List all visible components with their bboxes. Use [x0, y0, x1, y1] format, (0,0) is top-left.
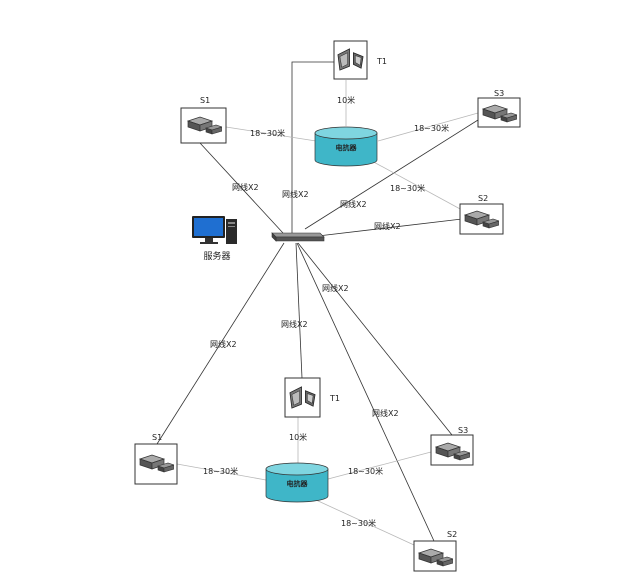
upper-s1-link-label: 网线X2 [232, 182, 259, 192]
server[interactable]: 服务器 [192, 216, 237, 262]
link-switch-s3-lower [297, 242, 453, 436]
lower-s2-node[interactable]: S2 [413, 530, 457, 572]
upper-t1-distance: 10米 [337, 95, 355, 105]
link-switch-s1-upper [199, 142, 284, 234]
upper-s3-label: S3 [494, 89, 504, 98]
upper-cylinder-label: 电抗器 [336, 143, 358, 152]
upper-t1-link-label: 网线X2 [282, 189, 309, 199]
upper-s1-node[interactable]: S1 [180, 96, 227, 144]
dist-line-lower-s1 [176, 463, 267, 481]
lower-reactor-cylinder[interactable]: 电抗器 [265, 462, 329, 503]
server-tower-icon [226, 219, 237, 244]
upper-s2-label: S2 [478, 194, 488, 203]
lower-t1-distance: 10米 [289, 432, 307, 442]
link-switch-t1-lower [295, 242, 303, 379]
lower-s1-node[interactable]: S1 [134, 433, 178, 485]
lower-s2-link-label: 网线X2 [372, 408, 399, 418]
lower-s3-link-label: 网线X2 [322, 283, 349, 293]
lower-t1-link-label: 网线X2 [281, 319, 308, 329]
upper-s3-node[interactable]: S3 [477, 89, 521, 128]
upper-t1-label: T1 [376, 57, 387, 66]
lower-s2-label: S2 [447, 530, 457, 539]
lower-s3-label: S3 [458, 426, 468, 435]
dist-line-lower-s3 [327, 451, 432, 480]
link-switch-s2-upper [317, 218, 463, 237]
dist-line-upper-s1 [225, 126, 317, 142]
lower-s2-distance: 18~30米 [341, 518, 376, 528]
upper-reactor-cylinder[interactable]: 电抗器 [314, 126, 378, 167]
upper-s3-distance: 18~30米 [414, 123, 449, 133]
upper-s2-node[interactable]: S2 [459, 194, 504, 235]
lower-s3-distance: 18~30米 [348, 466, 383, 476]
upper-s2-link-label: 网线X2 [374, 221, 401, 231]
upper-s3-link-label: 网线X2 [340, 199, 367, 209]
link-switch-s2-lower [296, 242, 435, 542]
lower-cylinder-label: 电抗器 [287, 479, 309, 488]
cylinder-icon [314, 132, 378, 167]
link-switch-s3-upper [304, 119, 479, 230]
network-switch[interactable] [271, 232, 325, 242]
dist-line-lower-s2 [315, 499, 415, 546]
lower-s1-link-label: 网线X2 [210, 339, 237, 349]
server-label: 服务器 [203, 250, 230, 262]
upper-s2-distance: 18~30米 [390, 183, 425, 193]
dist-line-upper-s2 [369, 159, 463, 211]
lower-s3-node[interactable]: S3 [430, 426, 474, 466]
lower-t1-node[interactable]: T1 [284, 377, 340, 418]
link-switch-t1-upper [291, 61, 334, 233]
switch-icon [271, 232, 325, 238]
lower-s1-distance: 18~30米 [203, 466, 238, 476]
upper-s1-distance: 18~30米 [250, 128, 285, 138]
link-switch-s1-lower [156, 242, 285, 445]
lower-t1-label: T1 [329, 394, 340, 403]
dist-line-upper-s3 [377, 112, 479, 142]
upper-s1-label: S1 [200, 96, 210, 105]
upper-t1-node[interactable]: T1 [333, 40, 387, 80]
cylinder-icon [265, 468, 329, 503]
lower-s1-label: S1 [152, 433, 162, 442]
links [156, 61, 479, 546]
